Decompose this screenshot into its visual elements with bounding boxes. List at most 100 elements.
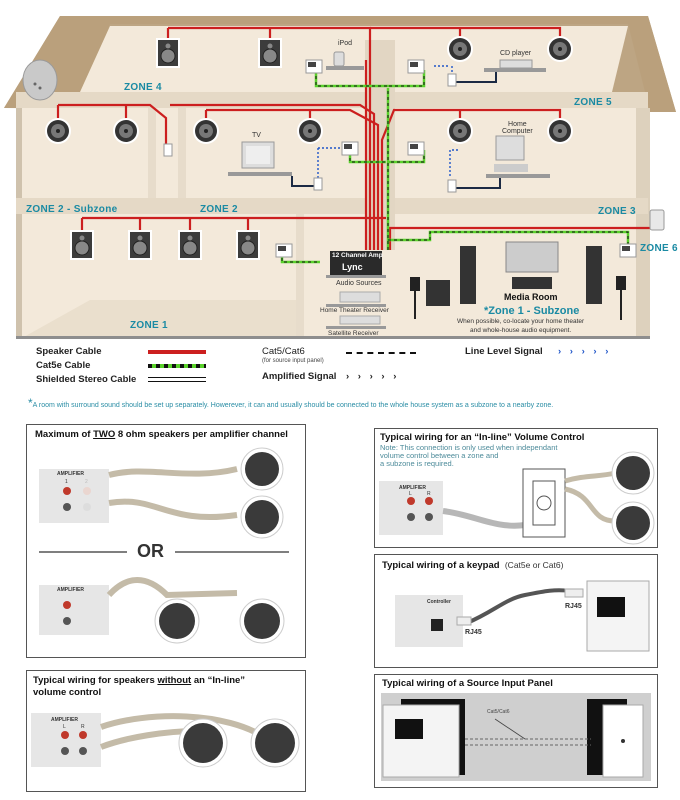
amp-ch2: 2	[85, 479, 88, 485]
cat5e-cable	[466, 588, 572, 625]
ipod-label: iPod	[338, 40, 353, 47]
amplifier-block	[31, 713, 101, 767]
rj45-label-keypad: RJ45	[565, 603, 582, 610]
amplifier-block	[39, 469, 109, 523]
speaker-wire	[108, 466, 238, 478]
panel-two-speakers-title: Maximum of TWO 8 ohm speakers per amplif…	[35, 429, 288, 440]
panel-inline-volume: Typical wiring for an “In-line” Volume C…	[374, 428, 658, 548]
in-wall-speakers	[70, 38, 282, 260]
volume-control-plate	[522, 468, 566, 538]
tv-label: TV	[252, 132, 261, 139]
rj45-plug	[456, 616, 472, 626]
panel-keypad-title: Typical wiring of a keypad (Cat5e or Cat…	[382, 560, 564, 571]
ceiling-speaker	[244, 603, 280, 639]
amp-label: AMPLIFIER	[399, 485, 426, 491]
legend-amplified-label: Amplified Signal	[262, 371, 337, 382]
amp-right: R	[427, 491, 431, 497]
satellite-dish-icon	[22, 59, 58, 101]
ceiling-speaker	[245, 500, 279, 534]
inline-volume-wiring-illustration	[379, 451, 655, 545]
zone-5-label: ZONE 5	[574, 97, 612, 108]
volume-knob-icon	[536, 495, 552, 511]
cd-player-icon	[484, 59, 546, 72]
zone-1-subzone-title: *Zone 1 - Subzone	[484, 305, 580, 317]
panel-without-inline-title-line2: volume control	[33, 687, 102, 698]
home-theater-receiver-label: Home Theater Receiver	[320, 307, 389, 314]
controller-block	[395, 595, 463, 647]
amp-model-label: 12 Channel Amp	[332, 252, 383, 259]
source-input-plate	[602, 704, 644, 778]
ipod-icon	[326, 51, 364, 70]
upper-floor-wall	[80, 26, 628, 92]
cd-player-label: CD player	[500, 50, 532, 57]
controller-label: Controller	[427, 599, 451, 605]
audio-sources-label: Audio Sources	[336, 280, 382, 287]
amp-left: L	[409, 491, 412, 497]
shielded-stereo-cables	[291, 72, 501, 189]
panel-without-inline-title-line1: Typical wiring for speakers without an “…	[33, 675, 246, 686]
panel-two-speakers: Maximum of TWO 8 ohm speakers per amplif…	[26, 424, 306, 658]
ceiling-speaker	[255, 723, 295, 763]
legend-speaker-cable-swatch	[148, 350, 206, 354]
stereo-cable	[442, 508, 526, 529]
rj45-plug	[564, 588, 584, 598]
amp-label: AMPLIFIER	[57, 471, 84, 477]
legend-cat5-cat6-sub: (for source input panel)	[262, 358, 324, 364]
keypad-screen	[395, 719, 423, 739]
legend-line-level-label: Line Level Signal	[465, 346, 543, 357]
ceiling-speaker	[245, 452, 279, 486]
speaker-wire	[108, 498, 238, 521]
amplifier-lync-icon	[326, 251, 386, 278]
legend-shielded-label: Shielded Stereo Cable	[36, 374, 137, 385]
floor-band-lower	[16, 198, 648, 214]
ceiling-speaker	[159, 603, 195, 639]
panel-keypad: Typical wiring of a keypad (Cat5e or Cat…	[374, 554, 658, 668]
rj45-port-icon	[431, 619, 443, 631]
subzone-note-line2: and whole-house audio equipment.	[470, 327, 572, 334]
media-room-label: Media Room	[504, 292, 558, 302]
amp-brand-label: Lync	[342, 262, 363, 272]
without-inline-wiring-illustration	[31, 713, 300, 768]
footnote: *A room with surround sound should be se…	[28, 396, 554, 410]
tv-icon	[228, 141, 292, 176]
panel-source-input-title: Typical wiring of a Source Input Panel	[382, 678, 553, 689]
zone-2-label: ZONE 2	[200, 204, 238, 215]
ceiling-speaker	[616, 506, 650, 540]
home-computer-icon	[486, 135, 550, 178]
panel-without-inline: Typical wiring for speakers without an “…	[26, 670, 306, 792]
inline-volume-note: Note: This connection is only used when …	[380, 443, 558, 468]
ceiling-speaker	[616, 456, 650, 490]
speaker-wire	[106, 577, 238, 599]
rj45-label-controller: RJ45	[465, 629, 482, 636]
zone-4-label: ZONE 4	[124, 82, 162, 93]
amp-left: L	[63, 724, 66, 730]
legend-cat5-cat6-swatch	[346, 352, 416, 354]
amp-right: R	[81, 724, 85, 730]
in-ceiling-speakers	[45, 36, 573, 144]
cat5-cat6-callout: Cat5/Cat6	[487, 709, 510, 715]
zone-1-label: ZONE 1	[130, 320, 168, 331]
panel-source-input: Typical wiring of a Source Input Panel C…	[374, 674, 658, 788]
panel-inline-volume-title: Typical wiring for an “In-line” Volume C…	[380, 432, 585, 443]
amp-ch1: 1	[65, 479, 68, 485]
amp-label: AMPLIFIER	[57, 587, 84, 593]
legend-cat5e-label: Cat5e Cable	[36, 360, 91, 371]
legend-line-level-glyphs: › › › › ›	[558, 346, 612, 357]
keypad-screen	[597, 597, 625, 617]
house-wiring-diagram	[4, 16, 676, 339]
zone-2-subzone-label: ZONE 2 - Subzone	[26, 204, 118, 215]
speaker-wire	[564, 486, 616, 524]
legend-shielded-swatch	[148, 377, 206, 382]
legend-cat5e-swatch	[148, 364, 206, 368]
two-speakers-wiring-illustration	[39, 447, 289, 644]
keypad-device	[382, 704, 460, 778]
legend-amplified-glyphs: › › › › ›	[346, 371, 400, 382]
or-divider-label: OR	[137, 541, 164, 561]
speaker-wire	[564, 470, 616, 484]
media-room-equipment	[410, 241, 626, 320]
input-jack-icon	[621, 739, 625, 743]
amp-label: AMPLIFIER	[51, 717, 78, 723]
zone-6-label: ZONE 6	[640, 243, 678, 254]
amplifier-block	[379, 481, 443, 535]
